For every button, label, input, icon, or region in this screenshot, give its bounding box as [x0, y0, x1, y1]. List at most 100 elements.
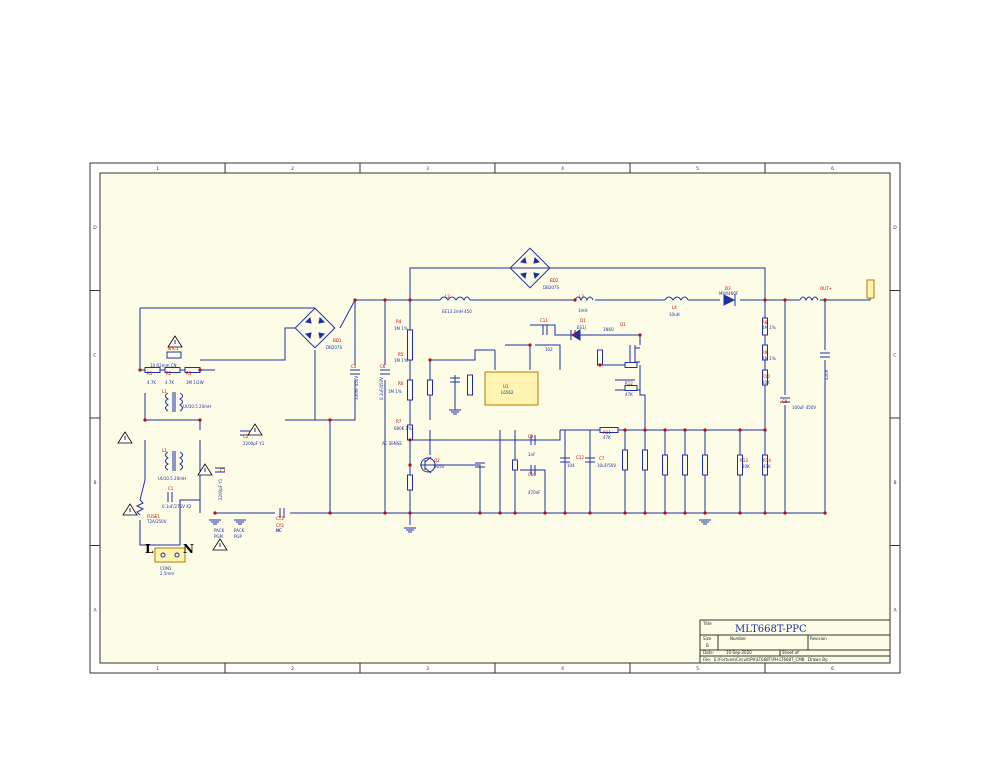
label-r14-val: 47K: [763, 464, 771, 469]
resistor-body-h: [599, 427, 619, 433]
label-q2-val: 8050: [434, 464, 445, 469]
label-c5-val: 330nF 450V: [354, 376, 359, 400]
wire-junction: [763, 428, 767, 432]
wire-junction: [763, 298, 767, 302]
zone-row-label-right: D: [893, 225, 897, 231]
label-l5-des: L4: [672, 305, 677, 310]
wire-junction: [598, 363, 602, 367]
wire-junction: [408, 511, 412, 515]
label-bd2-des: BD2: [550, 278, 559, 283]
resistor-body: [427, 379, 433, 396]
inductor-l4: [664, 296, 689, 301]
wire-junction: [683, 428, 687, 432]
label-r13-val: 10K: [742, 464, 750, 469]
wire-junction: [783, 298, 787, 302]
label-ntc-des: NTC1: [168, 346, 179, 351]
wire-junction: [683, 511, 687, 515]
label-r5-des: R5: [398, 352, 404, 357]
label-pin1-des: PACK: [214, 528, 225, 533]
wire-junction: [703, 511, 707, 515]
resistor-body: [407, 474, 413, 491]
label-d3-des: D3: [725, 286, 731, 291]
wire-junction: [198, 418, 202, 422]
label-c1-des: C1: [168, 486, 174, 491]
wire-junction: [588, 511, 592, 515]
label-c9-val: 1nF: [528, 452, 536, 457]
resistor-body-h: [624, 385, 638, 391]
label-cfb-val: NC: [276, 528, 282, 533]
label-cy3-val: NC: [276, 528, 282, 533]
wire-junction: [573, 333, 577, 337]
wire-junction: [328, 418, 332, 422]
wire-junction: [478, 511, 482, 515]
wire-junction: [198, 368, 202, 372]
wire-junction: [353, 298, 357, 302]
label-c12-val: 104: [567, 463, 575, 468]
zone-col-label-top: 4: [561, 166, 564, 172]
date-label: Date:: [703, 650, 714, 655]
label-r4-val: 1M 1%: [394, 326, 408, 331]
label-c12-des: C12: [576, 455, 584, 460]
resistor-body-h: [164, 367, 181, 373]
label-q1-val: 1N60: [603, 327, 614, 332]
connector-l-label: L: [145, 542, 154, 556]
label-c7-val: 10uF/50V: [597, 463, 616, 468]
zone-row-label-left: C: [93, 352, 96, 358]
label-d1-des: D1: [580, 318, 586, 323]
label-l3-val: EE13 2mH 450: [442, 309, 472, 314]
ntc-thermistor: [166, 351, 182, 359]
zone-col-label-bottom: 5: [696, 666, 699, 672]
wire-junction: [643, 511, 647, 515]
controller-ic-u1: [484, 371, 539, 406]
label-l1-val: UU10.5 20mH: [183, 404, 211, 409]
resistor-body: [597, 349, 603, 366]
file-value: E:\Fortune\Circuit\PH\LT668T\PH-LT668T_C…: [714, 657, 805, 662]
label-r6-des: R6: [398, 381, 404, 386]
label-r1-des: R1: [147, 371, 153, 376]
label-c2-des: C2: [243, 434, 249, 439]
zone-col-label-top: 3: [426, 166, 429, 172]
zone-col-label-bottom: 6: [831, 666, 834, 672]
revision-label: Revision: [810, 636, 827, 641]
connector-value: 2.5mm: [160, 571, 174, 576]
label-cfb-des: CT2: [276, 516, 284, 521]
label-c9-des: C9: [528, 434, 534, 439]
label-c1-val: 0.1uF/275V X2: [162, 504, 192, 509]
label-l2-val: UU10.5 20mH: [158, 476, 186, 481]
wire-junction: [738, 428, 742, 432]
warning-triangles: [117, 335, 263, 551]
drawn-label: Drawn By:: [808, 657, 828, 662]
resistor-body: [762, 344, 768, 361]
wire-junction: [638, 333, 642, 337]
title-block: Title MLT668T-PPC Size B Number Revision…: [699, 619, 891, 664]
wire-junction: [663, 511, 667, 515]
label-c10-val: 470nF: [528, 490, 541, 495]
zone-row-label-left: B: [93, 480, 96, 486]
wire-junction: [383, 298, 387, 302]
common-mode-choke-2: [165, 451, 183, 471]
label-r2-val: 4.7K: [165, 380, 174, 385]
label-u1-des: U1: [503, 384, 509, 389]
label-q2-des: Q2: [434, 458, 440, 463]
label-vout-des: OUT+: [820, 286, 832, 291]
resistor-body: [467, 374, 473, 396]
label-c11-des: C11: [540, 318, 548, 323]
label-r14-des: R14: [763, 458, 771, 463]
label-c7-des: C7: [599, 456, 605, 461]
label-r9-val: 1M 1%: [762, 356, 776, 361]
label-r10-des: R10: [762, 374, 770, 379]
label-r1-val: 4.7K: [147, 380, 156, 385]
component-symbols: [117, 247, 875, 563]
inductor-l2: [439, 296, 471, 301]
resistor-body: [662, 454, 668, 476]
wire-junction: [528, 343, 532, 347]
label-r6-val: 1M 1%: [388, 389, 402, 394]
label-r12-val: 47K: [625, 392, 633, 397]
label-ac-sense: AC SENSE: [382, 441, 402, 446]
number-label: Number: [730, 636, 746, 641]
wire-junction: [643, 428, 647, 432]
wire-junction: [823, 511, 827, 515]
label-c6-val: 0.1uF/450V: [379, 377, 384, 400]
label-c10-des: C10: [528, 472, 536, 477]
label-bd2-val: DB207S: [543, 285, 559, 290]
